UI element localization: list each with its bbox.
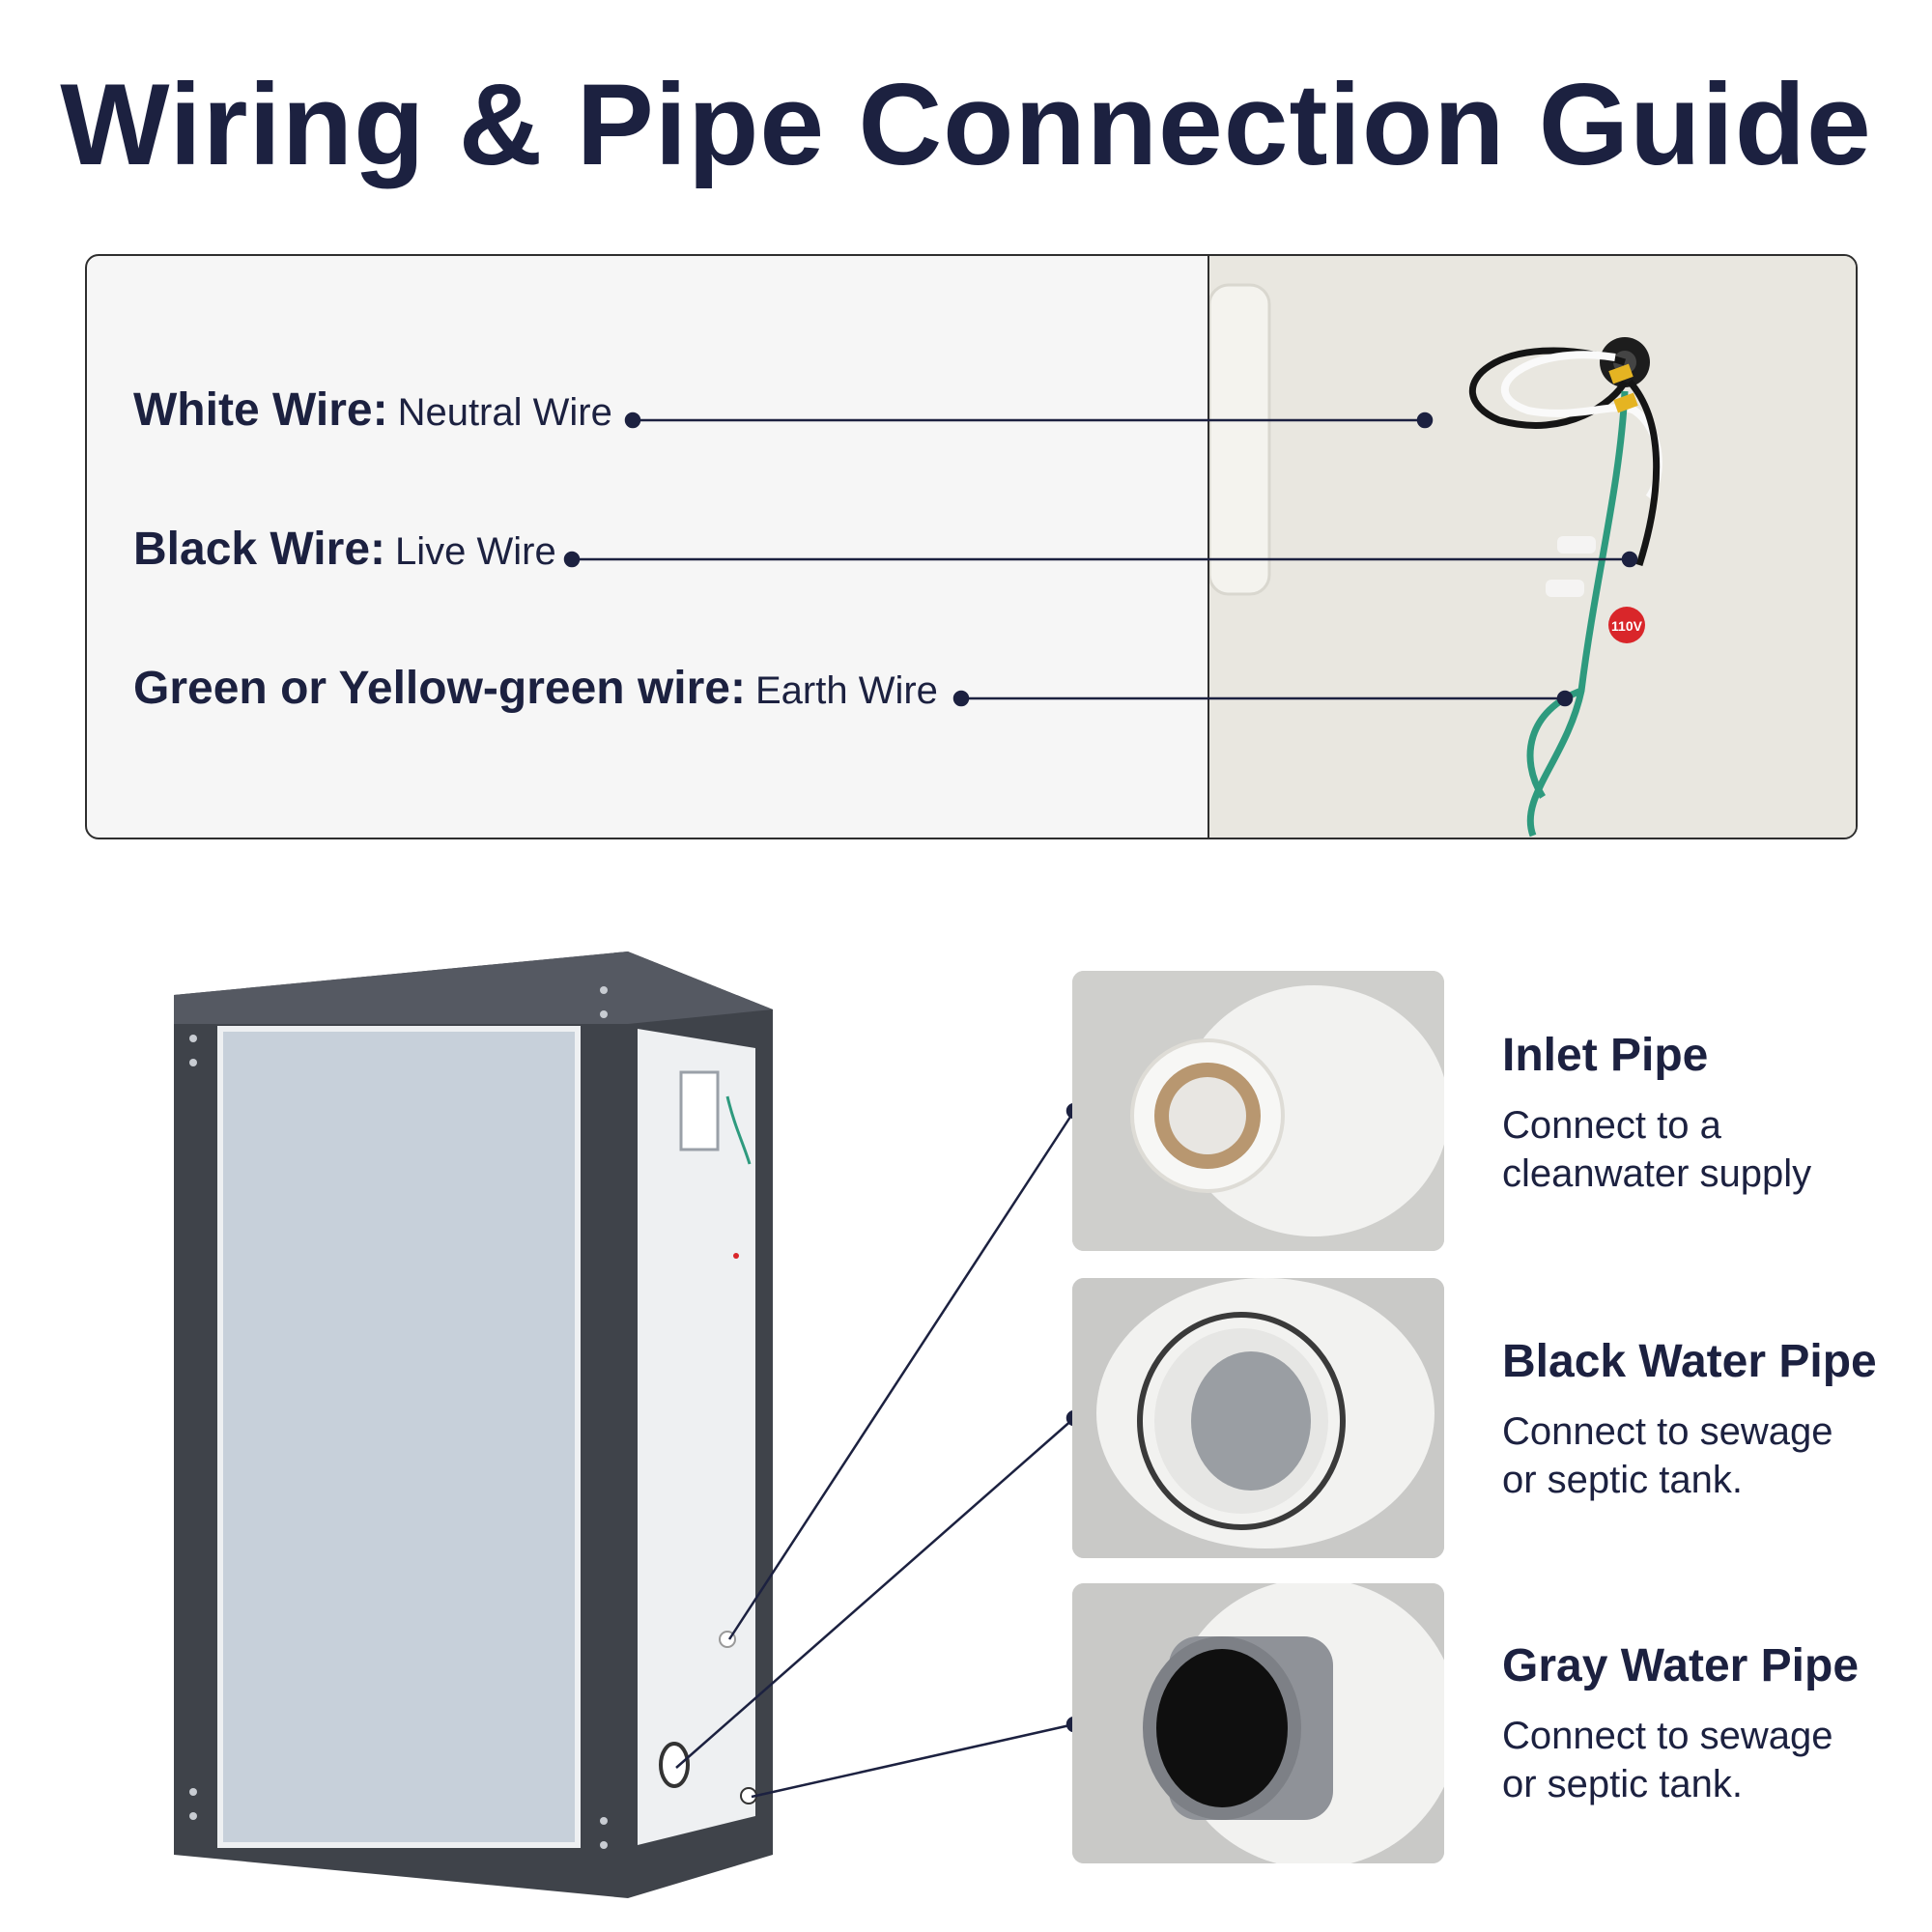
black-water-pipe-photo bbox=[1072, 1278, 1444, 1558]
wire-role: Neutral Wire bbox=[397, 391, 612, 434]
leader-dot bbox=[1621, 551, 1638, 568]
inlet-pipe-photo bbox=[1072, 971, 1444, 1251]
leader-dot bbox=[1556, 690, 1574, 707]
wiring-panel: 110V White Wire:Neutral Wire Black Wire:… bbox=[85, 254, 1858, 839]
leader-line-inlet bbox=[727, 1110, 1076, 1640]
gray-water-pipe-photo bbox=[1072, 1583, 1444, 1863]
page-title: Wiring & Pipe Connection Guide bbox=[60, 60, 1872, 189]
pipe-desc-line: Connect to sewage bbox=[1502, 1715, 1833, 1757]
leader-line-black-water bbox=[675, 1417, 1075, 1769]
leader-dot bbox=[624, 412, 641, 429]
wire-role: Earth Wire bbox=[754, 669, 938, 712]
unit-front-panel bbox=[220, 1029, 578, 1845]
wire-label-earth: Green or Yellow-green wire:Earth Wire bbox=[133, 662, 938, 715]
leader-dot bbox=[1416, 412, 1434, 429]
wiring-photo-illustration: 110V bbox=[1208, 256, 1856, 838]
toilet-unit-illustration bbox=[174, 952, 773, 1898]
pipe-desc-line: Connect to sewage bbox=[1502, 1410, 1833, 1453]
wire-role: Live Wire bbox=[395, 530, 556, 573]
side-electrical-box bbox=[679, 1070, 720, 1151]
wire-label-white: White Wire:Neutral Wire bbox=[133, 384, 612, 437]
leader-dot bbox=[563, 551, 581, 568]
pipe-desc-line: cleanwater supply bbox=[1502, 1152, 1812, 1195]
wiring-photo: 110V bbox=[1208, 256, 1856, 838]
wire-name: Black Wire: bbox=[133, 524, 385, 575]
switch-plate-shape bbox=[1208, 283, 1271, 596]
pipe-desc-gray-water: Connect to sewage or septic tank. bbox=[1502, 1712, 1889, 1808]
pipe-title-black-water: Black Water Pipe bbox=[1502, 1336, 1877, 1387]
voltage-tag-text: 110V bbox=[1611, 618, 1643, 634]
pipe-title-inlet: Inlet Pipe bbox=[1502, 1030, 1709, 1081]
pipe-desc-inlet: Connect to a cleanwater supply bbox=[1502, 1101, 1889, 1198]
wire-leader-lines bbox=[563, 412, 1638, 707]
pipe-desc-line: or septic tank. bbox=[1502, 1763, 1744, 1805]
leader-line-gray-water bbox=[751, 1722, 1075, 1799]
pipe-desc-line: Connect to a bbox=[1502, 1104, 1721, 1147]
wire-label-black: Black Wire:Live Wire bbox=[133, 523, 556, 576]
pipe-desc-line: or septic tank. bbox=[1502, 1459, 1744, 1501]
voltage-tag bbox=[1608, 607, 1645, 643]
wire-name: Green or Yellow-green wire: bbox=[133, 663, 746, 714]
black-water-port bbox=[659, 1742, 690, 1788]
pipe-title-gray-water: Gray Water Pipe bbox=[1502, 1640, 1860, 1691]
pipe-desc-black-water: Connect to sewage or septic tank. bbox=[1502, 1407, 1889, 1504]
leader-dot bbox=[952, 690, 970, 707]
wire-name: White Wire: bbox=[133, 384, 388, 436]
